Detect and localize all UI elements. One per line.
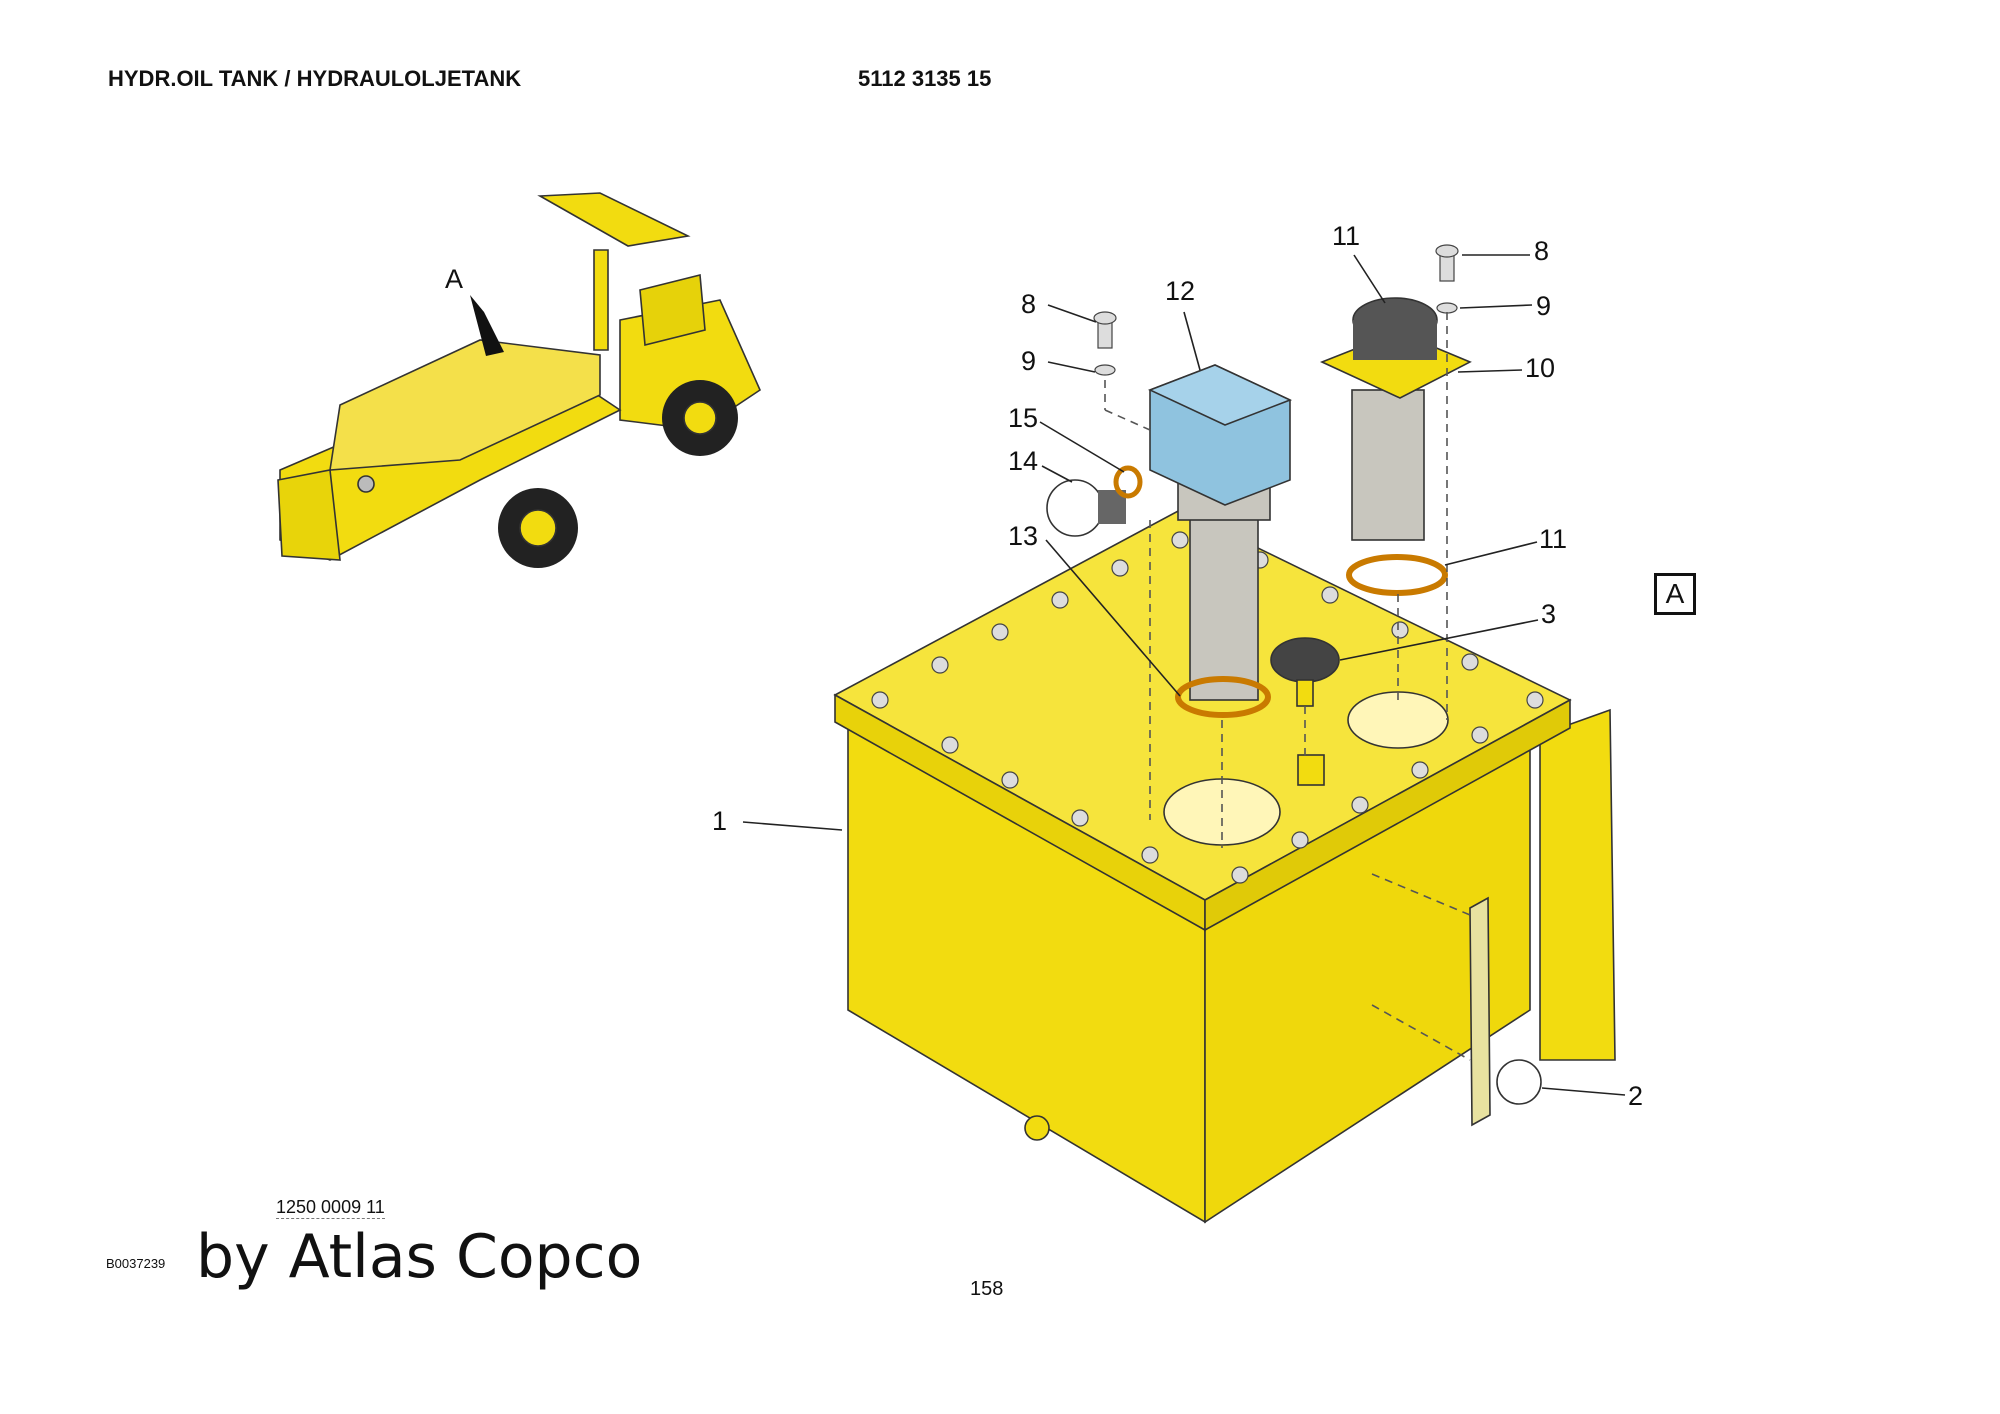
- return-filter: [1319, 297, 1472, 596]
- callout-15: 15: [1008, 403, 1038, 433]
- oil-level-indicator: [1469, 896, 1542, 1127]
- callout-1: 1: [712, 806, 727, 836]
- callout-11-ring: 11: [1539, 524, 1567, 554]
- callout-8-right: 8: [1534, 236, 1549, 266]
- callout-12: 12: [1165, 276, 1195, 306]
- callout-13: 13: [1008, 521, 1038, 551]
- callout-8-left: 8: [1021, 289, 1036, 319]
- watermark-text: by Atlas Copco: [196, 1222, 643, 1292]
- callout-14: 14: [1008, 446, 1038, 476]
- machine-overview-illustration: [277, 192, 762, 568]
- callout-9-left: 9: [1021, 346, 1036, 376]
- reference-number: 1250 0009 11: [276, 1197, 385, 1219]
- filler-cap: [1270, 637, 1340, 707]
- callout-leaders: [742, 254, 1626, 1096]
- tank-lid-bolts: [871, 531, 1544, 884]
- part-number: 5112 3135 15: [858, 66, 992, 91]
- mounting-bolts: [1093, 244, 1459, 376]
- page-number: 158: [970, 1278, 1004, 1300]
- callout-3: 3: [1541, 599, 1556, 629]
- callout-11-top: 11: [1332, 221, 1360, 251]
- callout-9-right: 9: [1536, 291, 1551, 321]
- callout-10: 10: [1525, 353, 1555, 383]
- view-marker-label: A: [445, 264, 463, 294]
- figure-id: B0037239: [106, 1256, 166, 1271]
- view-reference-box: A: [1654, 573, 1696, 615]
- pressure-filter: [1147, 364, 1293, 718]
- callout-2: 2: [1628, 1081, 1643, 1111]
- hydraulic-tank: [833, 509, 1616, 1224]
- document-title: HYDR.OIL TANK / HYDRAULOLJETANK: [108, 66, 522, 91]
- pressure-gauge: [1046, 465, 1143, 537]
